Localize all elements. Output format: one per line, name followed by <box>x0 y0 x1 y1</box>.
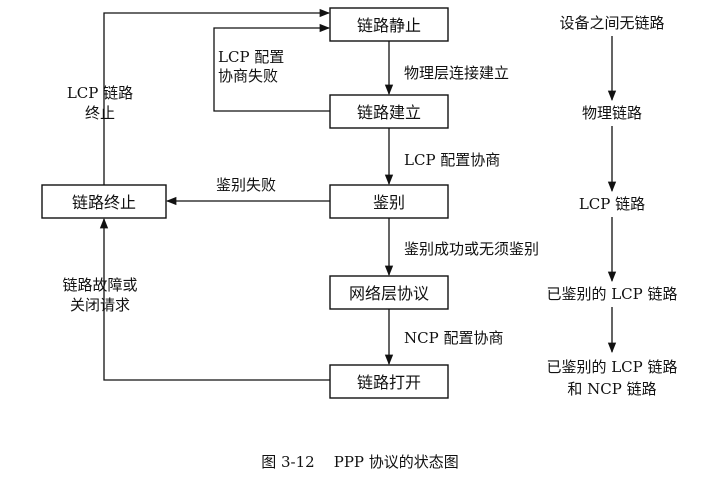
stage-authenticated-lcp: 已鉴别的 LCP 链路 <box>546 285 677 303</box>
arrow-failure-close <box>99 217 330 381</box>
state-authenticate-label: 鉴别 <box>373 193 405 212</box>
label-physical-up: 物理层连接建立 <box>404 64 509 82</box>
label-lcp-fail-line1: LCP 配置 <box>218 48 284 66</box>
figure-caption: 图 3-12 PPP 协议的状态图 <box>261 453 459 471</box>
state-link-terminate-label: 链路终止 <box>72 193 136 212</box>
label-auth-success: 鉴别成功或无须鉴别 <box>404 240 539 258</box>
label-auth-fail: 鉴别失败 <box>216 176 276 194</box>
state-link-dead: 链路静止 <box>329 7 449 42</box>
stage-no-link: 设备之间无链路 <box>559 14 664 32</box>
stage-lcp-link: LCP 链路 <box>579 195 645 213</box>
label-link-term-line1: LCP 链路 <box>67 84 133 102</box>
state-link-open: 链路打开 <box>329 364 449 399</box>
state-authenticate: 鉴别 <box>329 184 449 219</box>
label-failure-line2: 关闭请求 <box>70 296 130 314</box>
state-link-open-label: 链路打开 <box>357 373 421 392</box>
stage-physical-link: 物理链路 <box>582 104 642 122</box>
arrow-lcp-fail <box>213 23 331 112</box>
stage-lcp-ncp-line2: 和 NCP 链路 <box>567 380 656 398</box>
stage-lcp-ncp-line1: 已鉴别的 LCP 链路 <box>546 358 677 376</box>
label-ncp-negotiate: NCP 配置协商 <box>404 329 503 347</box>
state-network-protocol: 网络层协议 <box>329 275 449 310</box>
label-lcp-fail-line2: 协商失败 <box>218 67 278 85</box>
state-network-protocol-label: 网络层协议 <box>349 284 429 303</box>
state-link-terminate: 链路终止 <box>41 184 167 219</box>
state-link-establish: 链路建立 <box>329 94 449 129</box>
label-link-term-line2: 终止 <box>85 104 115 122</box>
arrow-link-terminate <box>103 8 331 185</box>
label-failure-line1: 链路故障或 <box>62 276 137 294</box>
label-lcp-negotiate: LCP 配置协商 <box>404 151 500 169</box>
state-link-dead-label: 链路静止 <box>357 16 421 35</box>
state-link-establish-label: 链路建立 <box>357 103 421 122</box>
